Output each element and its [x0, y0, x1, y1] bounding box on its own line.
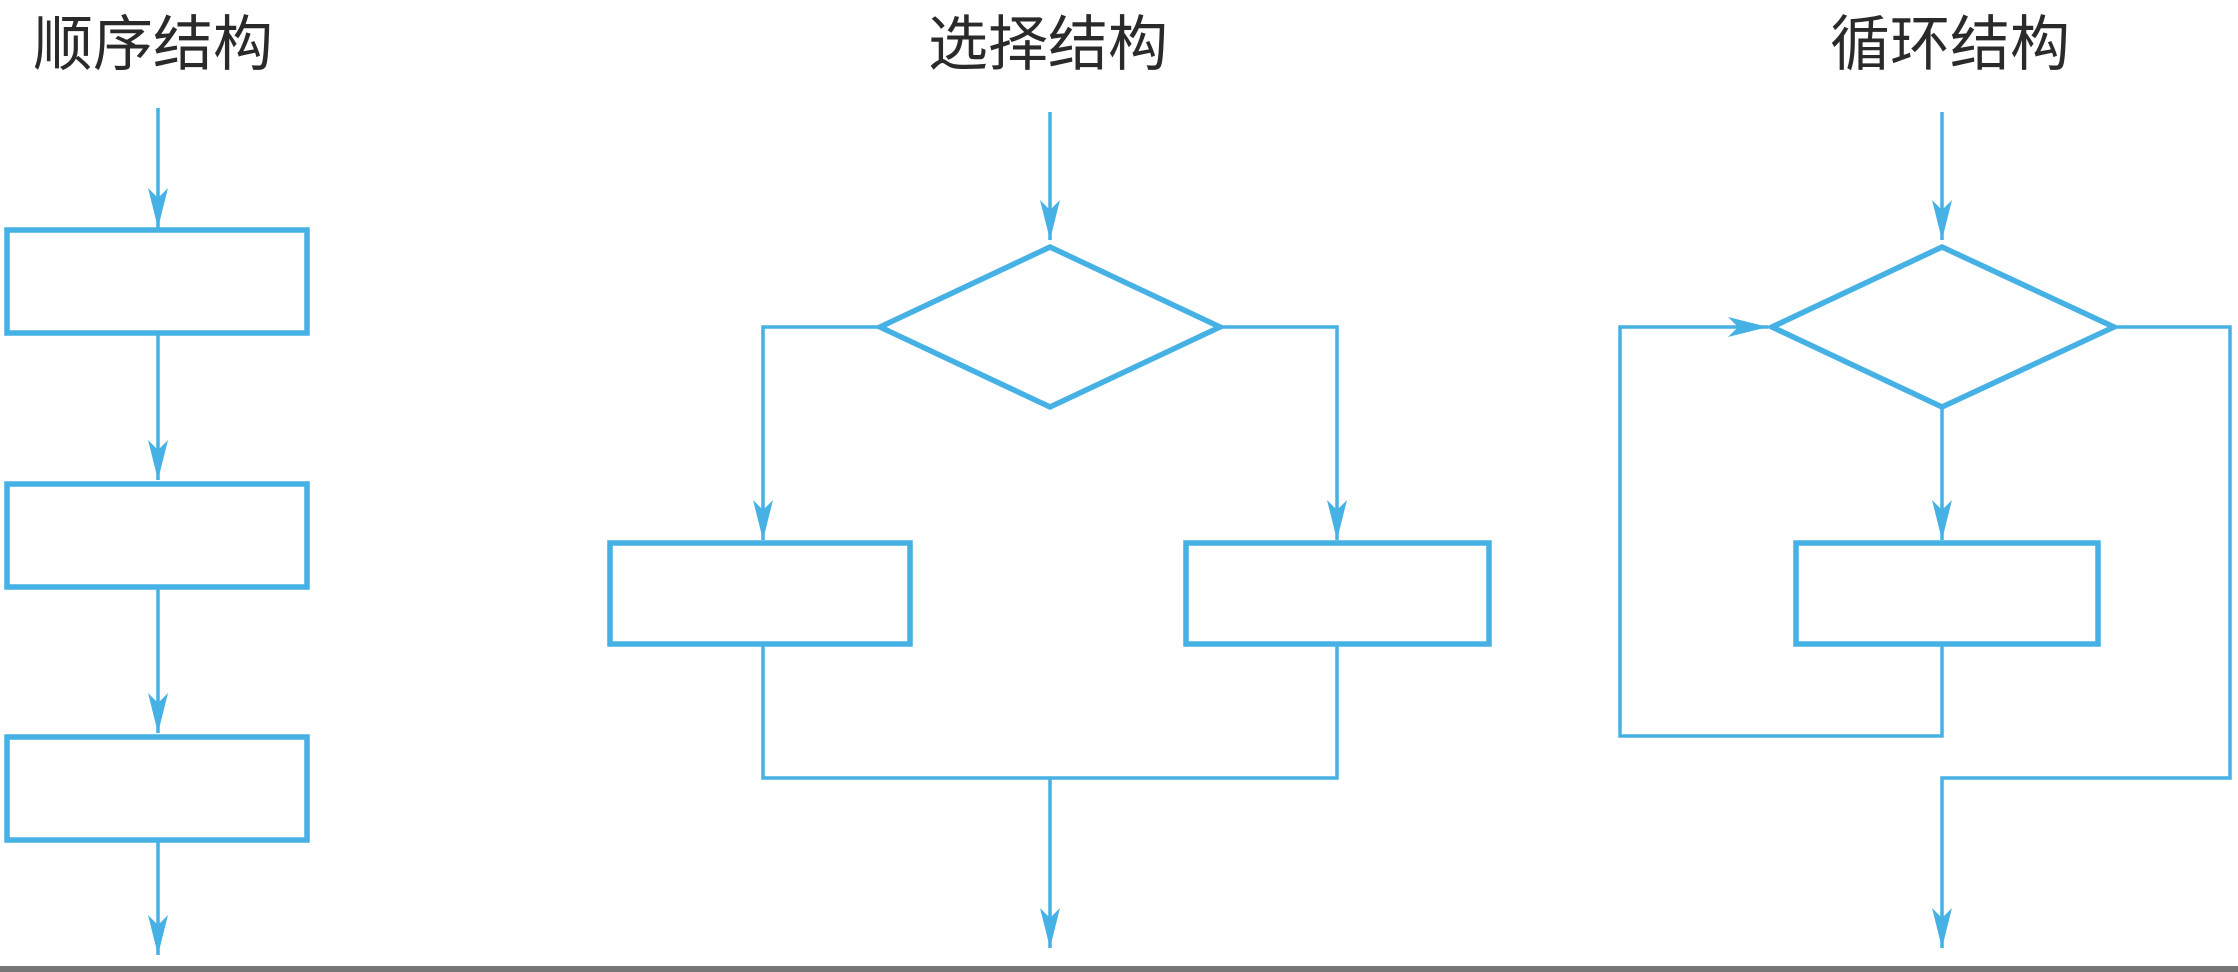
loop-back-arrow	[1618, 317, 1944, 738]
loop-process-box	[1793, 540, 2101, 647]
sel-process-box-right	[1183, 540, 1492, 647]
loop-arrow-exit	[1932, 325, 2232, 948]
seq-process-box-2	[4, 481, 310, 590]
title-selection: 选择结构	[928, 10, 1168, 80]
bottom-border-bar	[0, 966, 2238, 972]
seq-process-box-1	[4, 227, 310, 336]
loop-structure	[1618, 112, 2232, 948]
sel-arrow-left-branch	[753, 325, 880, 540]
seq-process-box-3	[4, 734, 310, 843]
title-loop: 循环结构	[1830, 10, 2070, 80]
sel-process-box-left	[607, 540, 913, 647]
selection-structure	[607, 112, 1492, 948]
loop-decision-diamond	[1765, 243, 2121, 411]
sequence-structure	[4, 108, 310, 955]
sel-merge-line	[761, 644, 1339, 780]
sel-decision-diamond	[873, 243, 1227, 411]
sel-arrow-right-branch	[1220, 325, 1347, 540]
title-sequence: 顺序结构	[33, 10, 273, 80]
